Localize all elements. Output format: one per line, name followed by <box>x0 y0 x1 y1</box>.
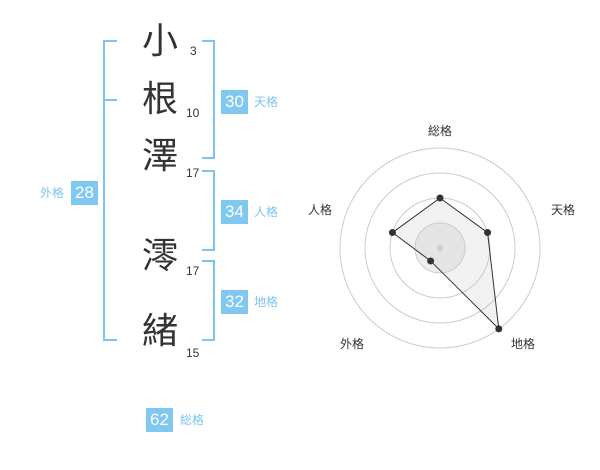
name-char-4: 澪 <box>142 236 179 277</box>
stroke-count-4: 17 <box>186 264 200 278</box>
soukaku-score: 62 <box>146 408 173 432</box>
radar-axis-label-soukaku: 総格 <box>428 124 453 138</box>
radar-point-1 <box>436 194 444 202</box>
radar-axis-label-chikaku: 地格 <box>511 337 536 351</box>
jinkaku-label: 人格 <box>254 205 279 219</box>
tenkaku-bracket <box>202 40 215 159</box>
radar-axis-label-jinkaku: 人格 <box>308 203 333 217</box>
chikaku-score: 32 <box>221 290 248 314</box>
radar-axis-label-tenkaku: 天格 <box>551 203 576 217</box>
radar-axis-label-gaikaku: 外格 <box>340 337 365 351</box>
stroke-count-5: 15 <box>186 346 200 360</box>
chikaku-bracket <box>202 260 215 341</box>
gaikaku-bracket <box>103 40 117 341</box>
tenkaku-label: 天格 <box>254 95 279 109</box>
radar-point-5 <box>388 229 396 237</box>
radar-polygon <box>391 197 500 331</box>
name-char-3: 澤 <box>142 136 179 177</box>
name-char-2: 根 <box>142 79 179 120</box>
soukaku-label: 総格 <box>180 413 205 427</box>
radar-ring <box>364 172 516 324</box>
tenkaku-score: 30 <box>221 90 248 114</box>
jinkaku-score: 34 <box>221 200 248 224</box>
name-char-1: 小 <box>142 21 179 62</box>
stroke-count-2: 10 <box>186 106 200 120</box>
stroke-count-3: 17 <box>186 166 200 180</box>
jinkaku-bracket <box>202 170 215 251</box>
name-char-5: 緒 <box>142 311 179 352</box>
radar-center <box>437 245 443 251</box>
radar-point-3 <box>495 325 503 333</box>
radar-ring <box>339 147 541 349</box>
chikaku-label: 地格 <box>254 295 279 309</box>
stroke-count-1: 3 <box>190 44 197 58</box>
gaikaku-label: 外格 <box>40 186 65 200</box>
gaikaku-score: 28 <box>71 181 98 205</box>
radar-point-4 <box>427 257 435 265</box>
radar-point-2 <box>484 229 492 237</box>
